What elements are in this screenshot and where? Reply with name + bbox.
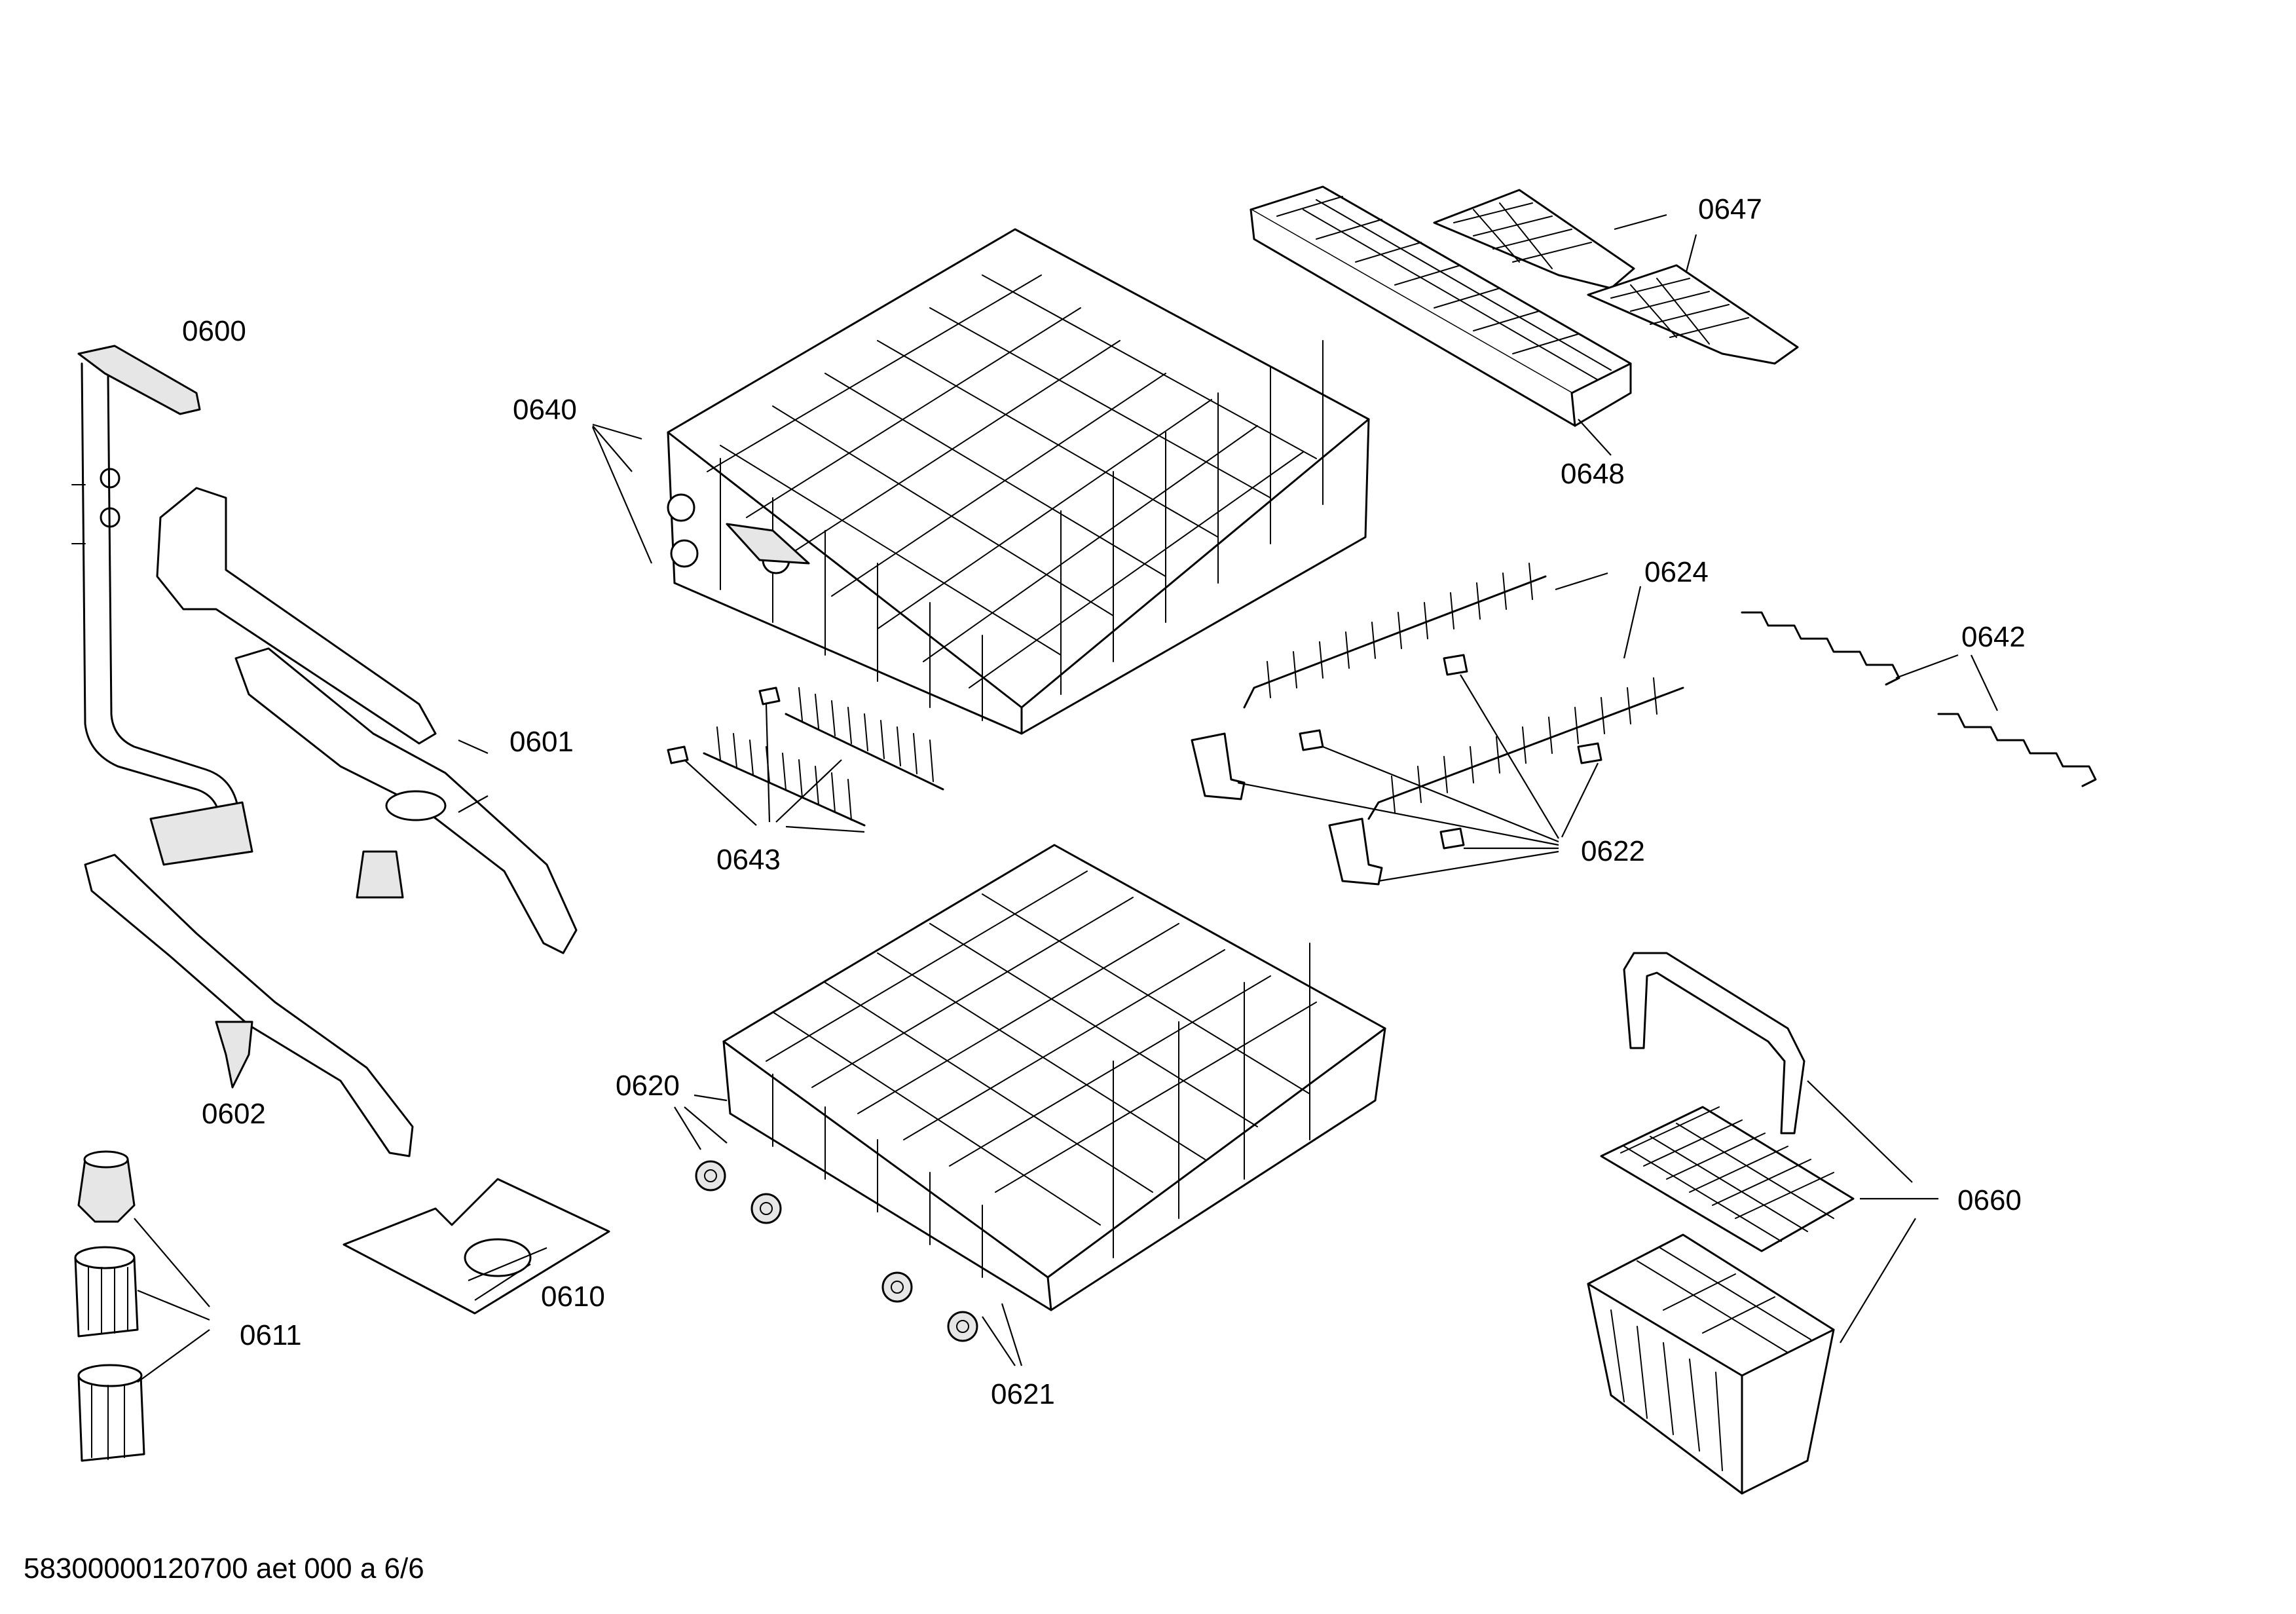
label-0622: 0622 [1581,835,1645,867]
label-0602: 0602 [202,1098,266,1130]
label-0620: 0620 [616,1070,680,1102]
drawing-number-footer: 58300000120700 aet 000 a 6/6 [24,1552,424,1585]
label-0600: 0600 [182,315,246,347]
part-0624-folding-tines [1243,563,1684,820]
part-0640-upper-basket [591,228,1370,735]
label-0642: 0642 [1961,621,2026,653]
part-0611-filters [74,1150,210,1462]
part-0601-upper-spray-arm [156,487,578,954]
label-0660: 0660 [1957,1184,2022,1216]
part-0620-lower-basket [674,844,1386,1311]
part-0600-supply-pipe [71,345,253,866]
label-0624: 0624 [1644,556,1709,588]
label-0640: 0640 [513,394,577,426]
label-0601: 0601 [509,726,574,758]
part-0648-cutlery-tray [1250,185,1632,456]
part-0610-cover-plate [343,1178,610,1315]
part-0621-wheels [695,1160,1023,1366]
label-0643: 0643 [716,844,781,876]
part-0647-cutlery-insert [1433,189,1799,365]
label-0648: 0648 [1561,458,1625,490]
part-0642-stepped-clips [1741,611,2097,787]
label-0621: 0621 [991,1378,1055,1410]
part-0622-clips [1191,654,1602,886]
part-0602-lower-spray-arm [84,854,414,1157]
part-0660-cutlery-basket [1587,952,1938,1495]
label-0647: 0647 [1698,193,1762,225]
label-0610: 0610 [541,1281,605,1313]
part-0643-tine-rows [667,686,944,833]
label-0611: 0611 [240,1319,302,1351]
